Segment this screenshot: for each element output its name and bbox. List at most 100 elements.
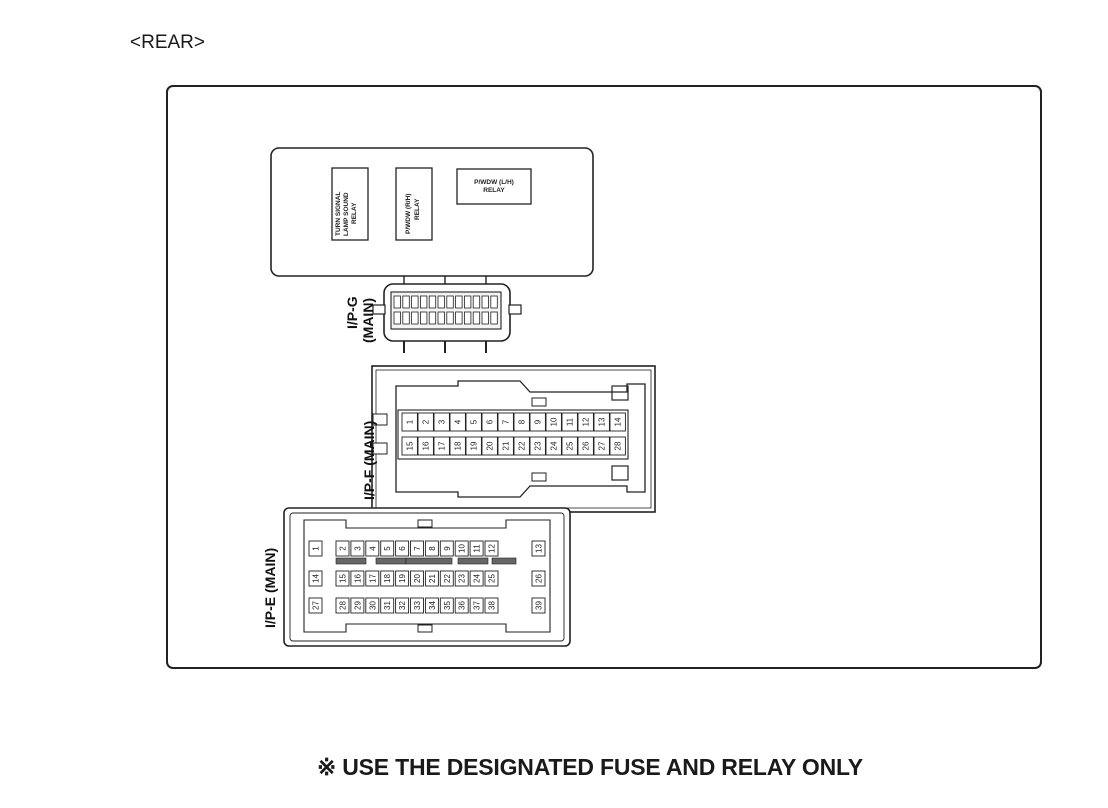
pwdw-lh-relay-text-1: P/WDW (L/H) — [474, 179, 514, 186]
ip-e-pin-29-cell — [350, 597, 365, 614]
ip-e-pin-26-cell — [531, 570, 546, 587]
ip-e-pin-22: 22 — [443, 574, 452, 583]
ip-f-pin-4: 4 — [454, 419, 463, 424]
ip-e-pin-19-cell — [395, 570, 410, 587]
ip-e-pin-34-cell — [424, 597, 439, 614]
ip-e-pin-7: 7 — [413, 546, 422, 551]
ip-e-divider-bar — [375, 557, 407, 565]
ip-e-pin-30: 30 — [368, 601, 377, 610]
ip-f-pin-27: 27 — [598, 441, 607, 450]
pwdw-rh-relay-text-1: P/WDW (R/H) — [405, 194, 412, 234]
ip-e-pin-3: 3 — [353, 546, 362, 551]
ip-f-pin-15: 15 — [406, 441, 415, 450]
ip-e-pin-27-cell — [308, 597, 323, 614]
ip-g-pin — [472, 295, 481, 309]
ip-e-pin-37: 37 — [473, 601, 482, 610]
ip-e-pin-39-cell — [531, 597, 546, 614]
ip-f-latch-outline — [395, 380, 646, 498]
ip-e-pin-3-cell — [350, 540, 365, 557]
ip-e-pin-32-cell — [395, 597, 410, 614]
ip-e-pin-18-cell — [380, 570, 395, 587]
ip-e-pin-24: 24 — [473, 574, 482, 583]
relay-block-outline — [270, 147, 594, 277]
ip-e-pin-2-cell — [335, 540, 350, 557]
ip-g-label-2: (MAIN) — [360, 298, 376, 343]
ip-f-pin-6-cell — [481, 412, 498, 432]
ip-g-pin — [393, 295, 401, 309]
ip-g-pin — [437, 311, 445, 325]
pwdw-rh-relay-text-2: RELAY — [414, 198, 421, 220]
pwdw-rh-relay-outline — [395, 167, 433, 241]
ip-e-label: I/P-E (MAIN) — [262, 548, 278, 628]
footer-note: ※ USE THE DESIGNATED FUSE AND RELAY ONLY — [317, 754, 863, 780]
ip-e-pin-13: 13 — [535, 544, 544, 553]
ip-f-pin-3: 3 — [438, 419, 447, 424]
ip-e-pin-4-cell — [365, 540, 380, 557]
ip-g-pin — [463, 295, 472, 309]
ip-f-pin-27-cell — [593, 436, 610, 456]
pwdw-lh-relay-text-2: RELAY — [483, 187, 505, 194]
turn-signal-relay: TURN SIGNAL LAMP SOUND RELAY — [331, 167, 369, 241]
ip-f-pin-23-cell — [529, 436, 546, 456]
pwdw-lh-relay-outline — [456, 168, 532, 205]
ip-e-pin-11-cell — [469, 540, 484, 557]
ip-e-pin-23: 23 — [458, 574, 467, 583]
ip-e-pin-15-cell — [335, 570, 350, 587]
ip-e-divider-bar — [335, 557, 367, 565]
ip-e-pin-2: 2 — [339, 546, 348, 551]
ip-f-pin-9-cell — [529, 412, 546, 432]
ip-f-pin-13-cell — [593, 412, 610, 432]
view-label: <REAR> — [130, 32, 205, 53]
ip-e-pin-22-cell — [439, 570, 454, 587]
turn-signal-relay-outline — [331, 167, 369, 241]
ip-e-pin-21-cell — [424, 570, 439, 587]
ip-f-pin-20-cell — [481, 436, 498, 456]
ip-g-pin — [419, 311, 428, 325]
ip-e-pin-13-cell — [531, 540, 546, 557]
ip-f-pin-28: 28 — [614, 441, 623, 450]
ip-f-pin-1-cell — [401, 412, 418, 432]
ip-e-pin-26: 26 — [535, 574, 544, 583]
ip-f-pin-3-cell — [433, 412, 450, 432]
ip-e-pin-18: 18 — [383, 574, 392, 583]
turn-signal-relay-text-3: RELAY — [351, 202, 358, 224]
ip-e-pin-32: 32 — [398, 601, 407, 610]
ip-f-pin-22-cell — [513, 436, 530, 456]
ip-e-pin-36-cell — [454, 597, 469, 614]
ip-e-pin-20-cell — [410, 570, 424, 587]
ip-g-pin — [481, 295, 489, 309]
pwdw-lh-relay: P/WDW (L/H) RELAY — [456, 168, 532, 205]
ip-g-pin — [490, 311, 498, 325]
connector-ip-g: I/P-G (MAIN) — [344, 276, 522, 353]
ip-e-pin-35: 35 — [443, 601, 452, 610]
ip-f-pin-22: 22 — [518, 441, 527, 450]
ip-e-divider-bar — [457, 557, 489, 565]
relay-block: TURN SIGNAL LAMP SOUND RELAY P/WDW (R/H)… — [270, 147, 594, 277]
ip-e-pin-28-cell — [335, 597, 350, 614]
ip-f-pin-9: 9 — [534, 419, 543, 424]
ip-g-pin — [490, 295, 498, 309]
ip-e-pin-9-cell — [439, 540, 454, 557]
ip-e-pin-24-cell — [469, 570, 484, 587]
ip-f-pin-26: 26 — [582, 441, 591, 450]
ip-f-pin-6: 6 — [486, 419, 495, 424]
ip-f-pin-10-cell — [545, 412, 562, 432]
ip-f-pin-12-cell — [577, 412, 594, 432]
ip-g-label-1: I/P-G — [344, 296, 360, 329]
ip-e-pin-27: 27 — [312, 601, 321, 610]
ip-f-pin-11: 11 — [566, 417, 575, 426]
ip-e-pin-20: 20 — [413, 574, 422, 583]
ip-e-pin-37-cell — [469, 597, 484, 614]
ip-e-divider-bar — [405, 557, 453, 565]
ip-e-pin-29: 29 — [353, 601, 362, 610]
ip-e-pin-16: 16 — [353, 574, 362, 583]
ip-e-pin-16-cell — [350, 570, 365, 587]
turn-signal-relay-text-1: TURN SIGNAL — [335, 192, 342, 236]
ip-e-pin-17: 17 — [368, 574, 377, 583]
panel-outline — [166, 85, 1042, 669]
ip-f-pin-23: 23 — [534, 441, 543, 450]
ip-f-pin-28-cell — [609, 436, 626, 456]
ip-e-pin-9: 9 — [443, 546, 452, 551]
ip-f-pin-17: 17 — [438, 441, 447, 450]
ip-e-pin-6: 6 — [398, 546, 407, 551]
